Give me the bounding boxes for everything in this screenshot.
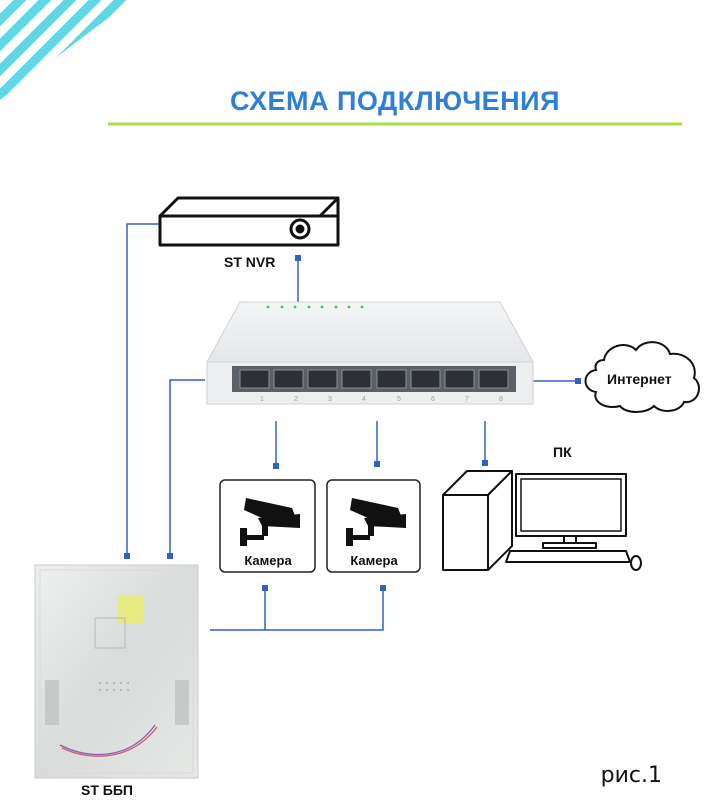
cctv-camera-icon [240, 498, 300, 546]
cctv-camera-icon [346, 498, 406, 546]
internet-cloud-icon [584, 341, 700, 413]
switch-ports: 1 2 3 4 5 6 7 8 [239, 369, 509, 403]
figure-caption: рис.1 [600, 763, 662, 788]
pc-icon [442, 470, 642, 571]
nvr-icon [158, 196, 340, 247]
ups-label: ST ББП [81, 782, 133, 798]
switch-port-label-4: 4 [362, 396, 366, 403]
connection-lines [126, 223, 578, 631]
switch-led-row [266, 305, 364, 309]
camera-2 [326, 479, 421, 573]
nvr-label: ST NVR [224, 254, 276, 270]
ups-unit [34, 564, 199, 779]
switch-port-label-6: 6 [431, 396, 435, 403]
switch-port-label-1: 1 [260, 396, 264, 403]
internet-label: Интернет [607, 371, 672, 387]
switch-port-label-3: 3 [328, 396, 332, 403]
page-title: СХЕМА ПОДКЛЮЧЕНИЯ [230, 86, 560, 116]
camera-2-label: Камера [350, 553, 398, 568]
switch-port-label-8: 8 [499, 396, 503, 403]
camera-1 [219, 479, 316, 573]
connection-endpoints [124, 255, 581, 591]
network-switch: 1 2 3 4 5 6 7 8 [206, 301, 534, 405]
switch-port-label-5: 5 [397, 396, 401, 403]
switch-port-label-7: 7 [465, 396, 469, 403]
camera-1-label: Камера [244, 553, 292, 568]
switch-port-label-2: 2 [294, 396, 298, 403]
pc-label: ПК [553, 444, 572, 460]
